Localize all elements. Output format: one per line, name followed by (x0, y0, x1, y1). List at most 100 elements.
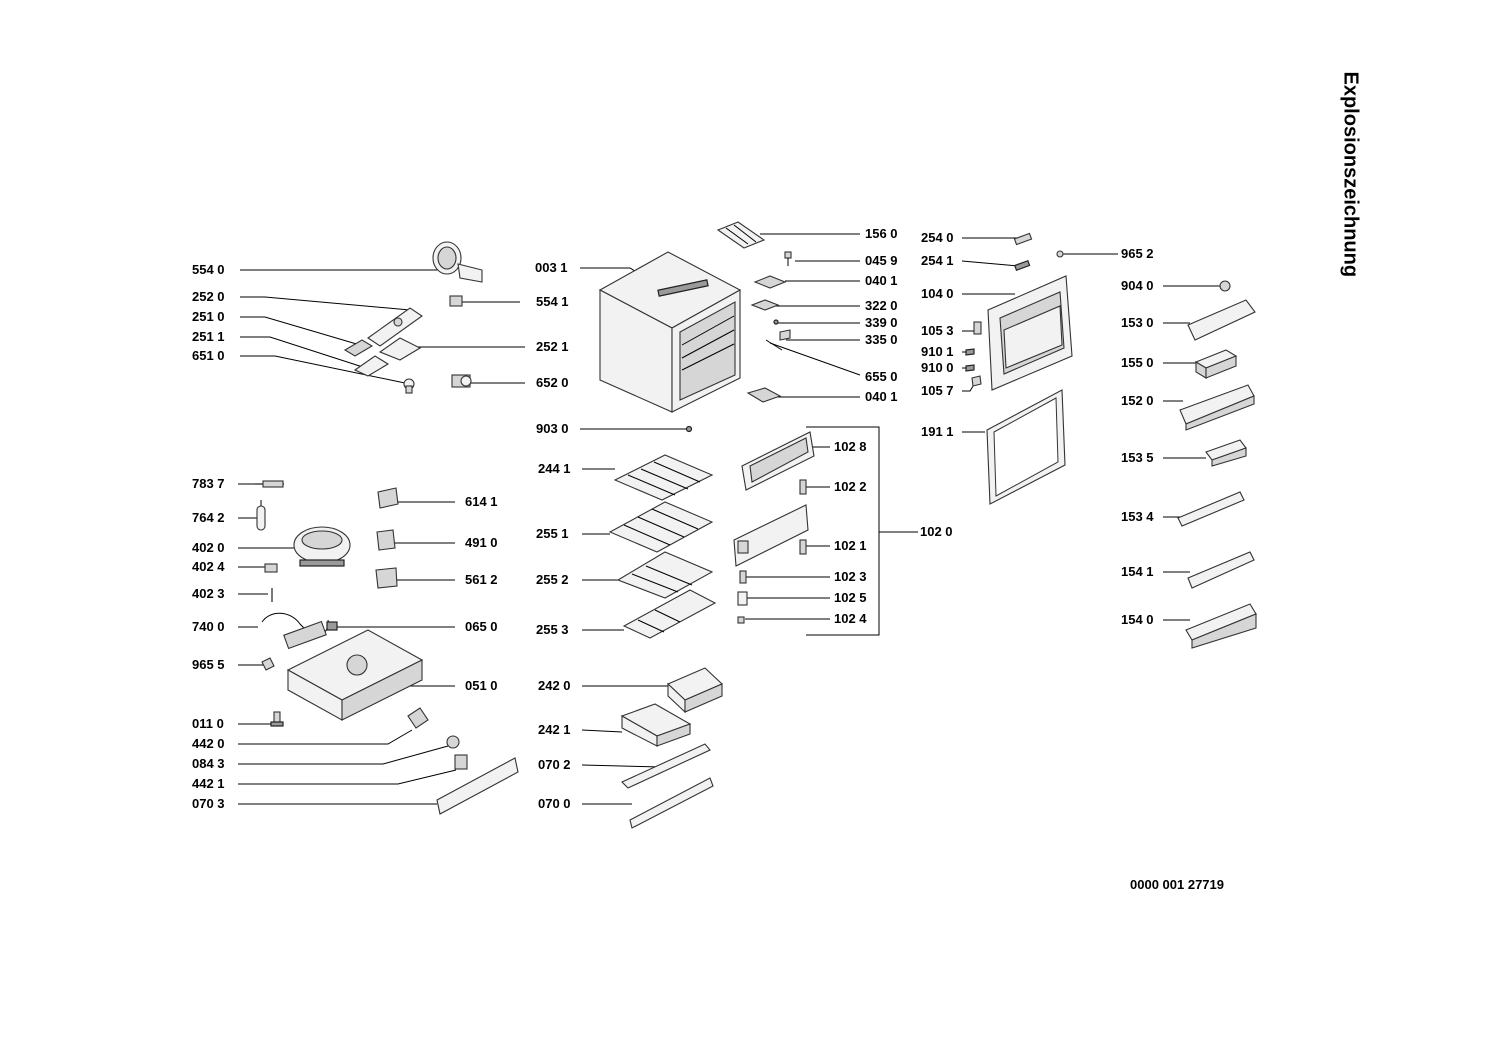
label-156-0: 156 0 (865, 226, 898, 241)
door-tray-part-1 (1179, 384, 1255, 431)
label-442-1: 442 1 (192, 776, 225, 791)
label-154-1: 154 1 (1121, 564, 1154, 579)
label-102-1: 102 1 (834, 538, 867, 553)
door-hinge-cover-part (1013, 232, 1033, 246)
door-tray-part-2 (1205, 439, 1247, 467)
label-614-1: 614 1 (465, 494, 498, 509)
flap-door-part (733, 504, 809, 567)
door-part (987, 275, 1073, 391)
clip-part (449, 295, 463, 307)
label-764-2: 764 2 (192, 510, 225, 525)
page-title: Explosionszeichnung (1339, 71, 1362, 278)
label-242-1: 242 1 (538, 722, 571, 737)
label-255-2: 255 2 (536, 572, 569, 587)
label-040-1-top: 040 1 (865, 273, 898, 288)
base-tray-part (286, 629, 424, 721)
dryer-part (256, 500, 266, 531)
screw-part-2 (965, 348, 975, 356)
door-stop-part (973, 321, 982, 335)
plug-part (685, 425, 693, 433)
screw-part (784, 251, 792, 266)
capacitor-part (255, 480, 284, 488)
document-number: 0000 001 27719 (1130, 877, 1224, 892)
valve-part (261, 657, 275, 671)
cover-cap-part (446, 735, 460, 749)
egg-tray-part (1194, 349, 1238, 379)
label-903-0: 903 0 (536, 421, 569, 436)
bottle-rail-part (1177, 491, 1245, 527)
label-442-0: 442 0 (192, 736, 225, 751)
relay-holder-part (375, 567, 398, 589)
label-102-0: 102 0 (920, 524, 953, 539)
lamp-cover-part (343, 339, 374, 357)
label-003-1: 003 1 (535, 260, 568, 275)
label-051-0: 051 0 (465, 678, 498, 693)
label-244-1: 244 1 (538, 461, 571, 476)
label-191-1: 191 1 (921, 424, 954, 439)
butter-cover-part (1187, 299, 1256, 341)
bolt-part (270, 711, 284, 727)
label-402-4: 402 4 (192, 559, 225, 574)
shelf-part-2 (608, 501, 714, 553)
flap-latch-part (737, 591, 748, 606)
mounting-part (264, 563, 278, 573)
label-153-0: 153 0 (1121, 315, 1154, 330)
label-402-3: 402 3 (192, 586, 225, 601)
cabinet-part (598, 251, 742, 413)
label-402-0: 402 0 (192, 540, 225, 555)
door-gasket-part (986, 389, 1066, 505)
lamp-housing-part (367, 307, 423, 347)
label-102-8: 102 8 (834, 439, 867, 454)
label-070-3: 070 3 (192, 796, 225, 811)
label-065-0: 065 0 (465, 619, 498, 634)
thermostat-part (451, 374, 472, 388)
ice-tray-part (716, 221, 766, 249)
bulb-part (403, 378, 415, 394)
sensor-cable-part (765, 339, 783, 351)
lamp-cover-part-2 (378, 337, 422, 361)
label-154-0: 154 0 (1121, 612, 1154, 627)
relay-part (407, 707, 429, 729)
label-554-1: 554 1 (536, 294, 569, 309)
screw-part-3 (965, 364, 975, 372)
label-910-0: 910 0 (921, 360, 954, 375)
fan-part (432, 241, 483, 283)
label-965-2: 965 2 (1121, 246, 1154, 261)
switch-part (377, 487, 399, 509)
label-102-5: 102 5 (834, 590, 867, 605)
label-252-1: 252 1 (536, 339, 569, 354)
shelf-part-1 (613, 454, 714, 501)
bracket-part (750, 299, 780, 311)
door-rack-part (1187, 551, 1255, 589)
pin-part (773, 319, 779, 325)
label-070-0: 070 0 (538, 796, 571, 811)
bottle-shelf-part (1185, 603, 1257, 649)
label-070-2: 070 2 (538, 757, 571, 772)
label-783-7: 783 7 (192, 476, 225, 491)
cable-clamp-part (454, 754, 468, 770)
label-561-2: 561 2 (465, 572, 498, 587)
label-255-1: 255 1 (536, 526, 569, 541)
label-045-9: 045 9 (865, 253, 898, 268)
label-335-0: 335 0 (865, 332, 898, 347)
label-255-3: 255 3 (536, 622, 569, 637)
label-254-1: 254 1 (921, 253, 954, 268)
label-652-0: 652 0 (536, 375, 569, 390)
cap-part (779, 329, 791, 341)
label-153-4: 153 4 (1121, 509, 1154, 524)
label-339-0: 339 0 (865, 315, 898, 330)
label-105-7: 105 7 (921, 383, 954, 398)
kick-plate-part (436, 757, 519, 815)
label-104-0: 104 0 (921, 286, 954, 301)
label-651-0: 651 0 (192, 348, 225, 363)
label-254-0: 254 0 (921, 230, 954, 245)
shelf-part-3 (616, 551, 714, 599)
label-155-0: 155 0 (1121, 355, 1154, 370)
label-153-5: 153 5 (1121, 450, 1154, 465)
label-322-0: 322 0 (865, 298, 898, 313)
parts (255, 221, 1257, 829)
flap-pin-part-2 (799, 539, 807, 555)
label-102-4: 102 4 (834, 611, 867, 626)
flap-spring-part (739, 570, 747, 584)
